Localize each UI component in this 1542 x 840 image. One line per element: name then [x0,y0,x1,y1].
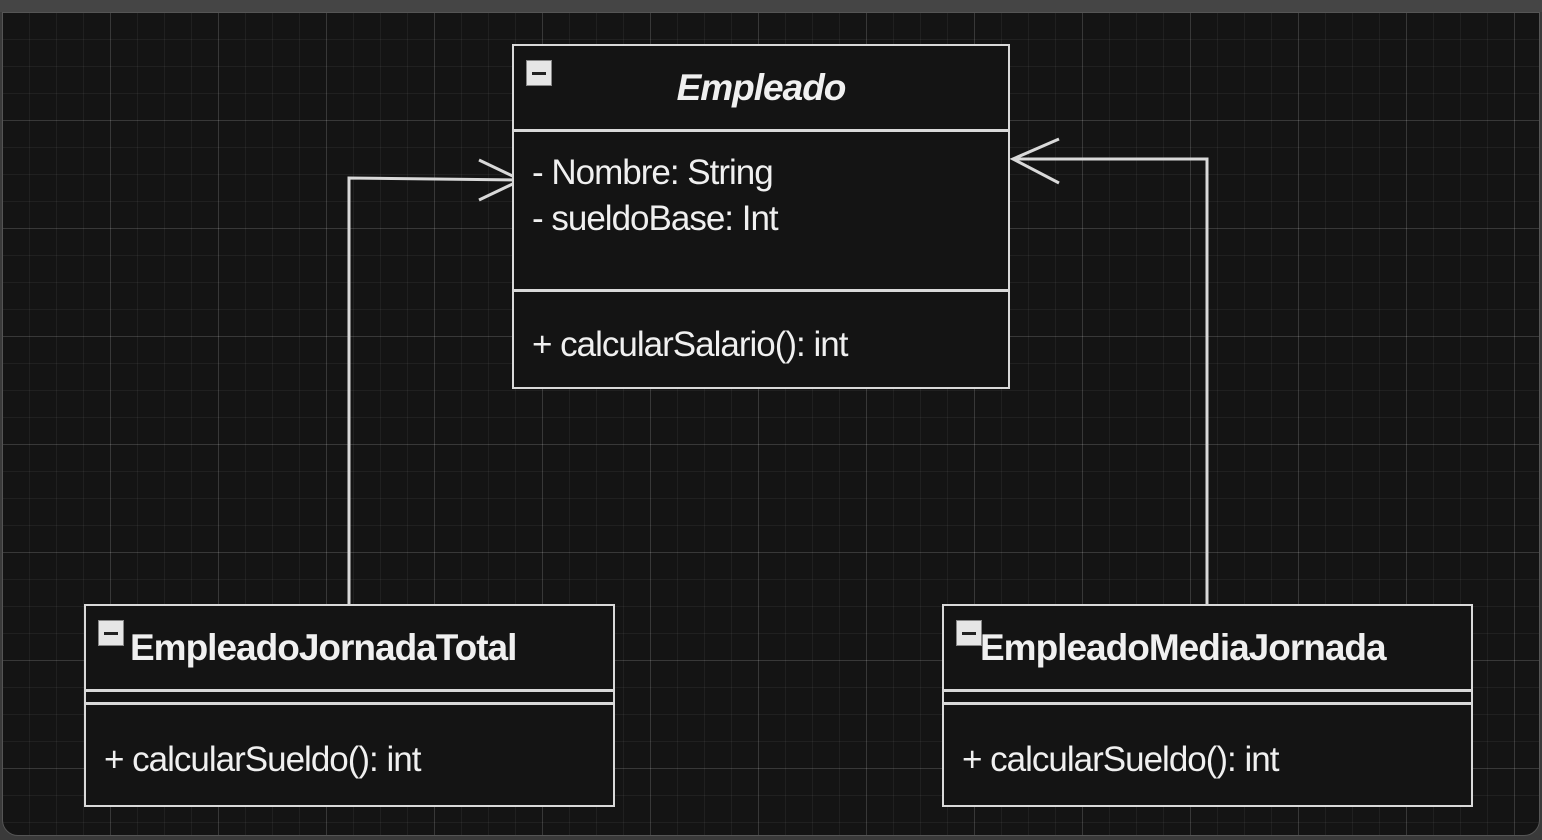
arrowhead-right [1009,137,1060,185]
collapse-icon[interactable] [526,60,552,86]
class-name: EmpleadoMediaJornada [980,626,1387,668]
methods-section: + calcularSueldo(): int [944,705,1471,783]
connector-media-jornada [1013,157,1209,605]
method: + calcularSalario(): int [532,325,848,364]
method: + calcularSueldo(): int [104,740,421,779]
class-name: Empleado [676,66,847,108]
class-name: EmpleadoJornadaTotal [130,626,517,668]
attributes-section [86,692,613,705]
diagram-canvas[interactable]: Empleado - Nombre: String - sueldoBase: … [2,12,1540,836]
method: + calcularSueldo(): int [962,740,1279,779]
attributes-section: - Nombre: String - sueldoBase: Int [514,132,1008,292]
class-header: EmpleadoMediaJornada [944,606,1471,692]
collapse-icon[interactable] [956,620,982,646]
class-empleado[interactable]: Empleado - Nombre: String - sueldoBase: … [512,44,1010,389]
connector-jornada-total [347,176,522,605]
class-header: Empleado [514,46,1008,132]
attributes-section [944,692,1471,705]
collapse-icon[interactable] [98,620,124,646]
top-bar [0,0,1542,12]
attribute: - Nombre: String [532,153,774,192]
class-empleado-media-jornada[interactable]: EmpleadoMediaJornada + calcularSueldo():… [942,604,1473,807]
class-empleado-jornada-total[interactable]: EmpleadoJornadaTotal + calcularSueldo():… [84,604,615,807]
methods-section: + calcularSueldo(): int [86,705,613,783]
class-header: EmpleadoJornadaTotal [86,606,613,692]
attribute: - sueldoBase: Int [532,199,779,238]
methods-section: + calcularSalario(): int [514,292,1008,368]
